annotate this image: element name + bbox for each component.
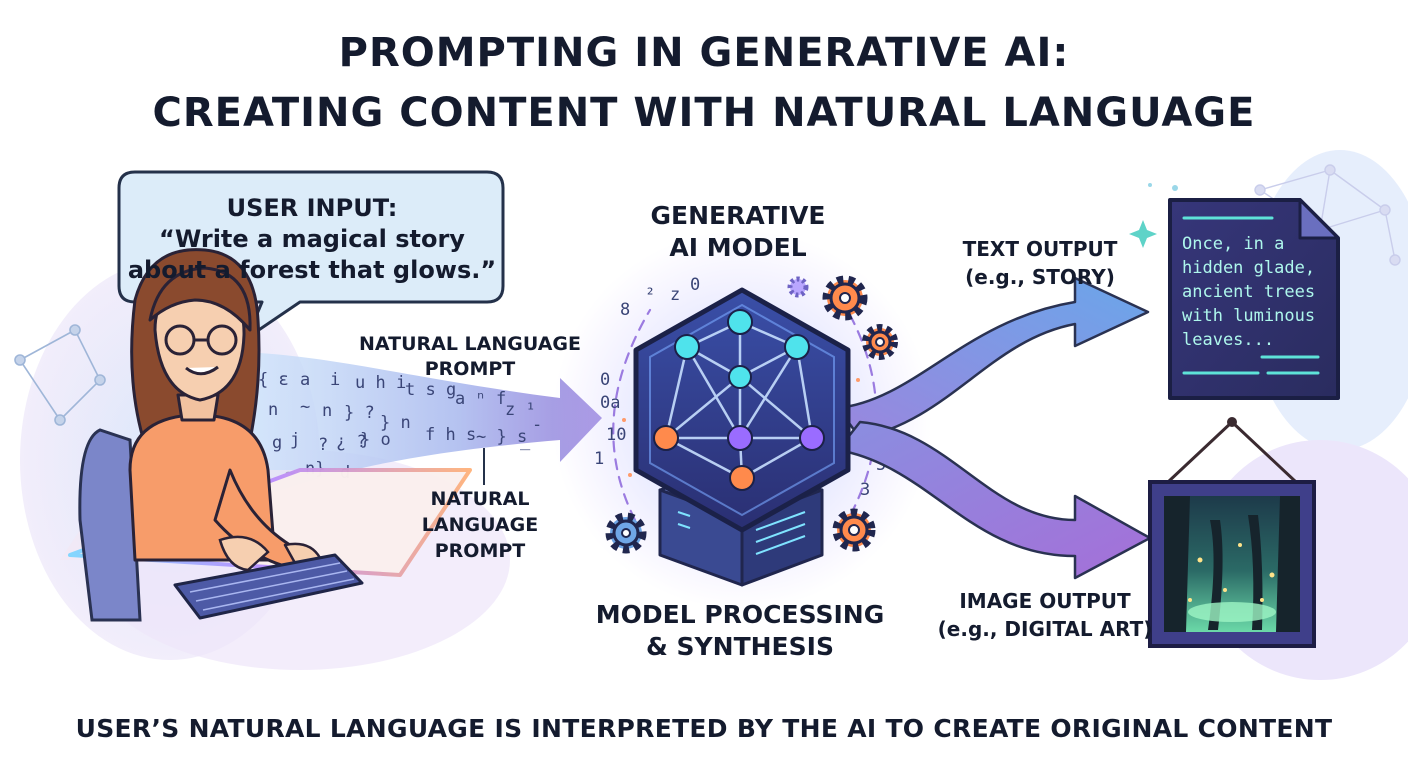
model-title-line1: GENERATIVE (650, 201, 826, 230)
image-output-label-line2: (e.g., DIGITAL ART) (937, 617, 1153, 641)
hand (218, 535, 270, 572)
prompt-label-upper-line2: PROMPT (424, 358, 516, 380)
page-title-line2: CREATING CONTENT WITH NATURAL LANGUAGE (152, 90, 1256, 136)
chair (78, 428, 142, 622)
prompt-stream-arrow (240, 352, 602, 505)
svg-text:t s g: t s g (405, 380, 456, 400)
person-icon (128, 248, 322, 574)
text-output-label-line2: (e.g., STORY) (965, 265, 1115, 289)
svg-text:} n: } n (380, 413, 411, 433)
model-title: GENERATIVE AI MODEL (598, 200, 878, 264)
svg-text:¿ ?: ¿ ? (336, 432, 367, 452)
neural-network-icon (653, 309, 825, 491)
svg-text:i: i (330, 370, 340, 390)
svg-text:u h i: u h i (355, 373, 406, 393)
model-caption: MODEL PROCESSING & SYNTHESIS (580, 599, 900, 663)
svg-text:g: g (272, 433, 282, 453)
svg-text:-: - (532, 415, 542, 435)
svg-text:0: 0 (690, 275, 700, 295)
svg-text:a ⁿ f: a ⁿ f (455, 389, 506, 409)
prompt-label-lower-line2: LANGUAGE (421, 514, 539, 536)
svg-text:n: n (322, 401, 332, 421)
network-graph-icon (14, 324, 106, 426)
svg-text:j: j (290, 430, 300, 450)
prompt-label-lower-line1: NATURAL (430, 488, 530, 510)
svg-text:²: ² (645, 285, 655, 305)
document-icon (1168, 198, 1340, 400)
svg-text:_: _ (520, 431, 531, 451)
model-caption-line1: MODEL PROCESSING (595, 600, 885, 629)
gear-icon (605, 512, 647, 554)
user-input-heading: USER INPUT: (226, 194, 398, 222)
svg-text:?: ? (318, 435, 328, 455)
svg-text:3: 3 (860, 480, 870, 500)
svg-text:n: n (268, 400, 278, 420)
sparkle-icon (1129, 183, 1178, 248)
svg-text:10: 10 (606, 425, 626, 445)
svg-text:z: z (670, 285, 680, 305)
model-title-line2: AI MODEL (669, 233, 807, 262)
prompt-label-upper: NATURAL LANGUAGE PROMPT (340, 332, 600, 382)
svg-text:0: 0 (600, 370, 610, 390)
svg-text:1: 1 (594, 449, 604, 469)
text-output-label: TEXT OUTPUT (e.g., STORY) (925, 235, 1155, 291)
svg-text:f h s: f h s (425, 425, 476, 445)
gear-icon (822, 275, 868, 321)
svg-text:} o: } o (360, 430, 391, 450)
footer-caption: USER’S NATURAL LANGUAGE IS INTERPRETED B… (75, 714, 1333, 743)
svg-text:} ?: } ? (344, 403, 375, 423)
svg-text:~: ~ (300, 397, 310, 417)
model-caption-line2: & SYNTHESIS (646, 632, 834, 661)
text-output-arrow (836, 276, 1150, 440)
user-input-quote-line2: about a forest that glows.” (127, 256, 497, 284)
gear-icon (787, 276, 809, 298)
gear-icon (832, 508, 876, 552)
image-output-label: IMAGE OUTPUT (e.g., DIGITAL ART) (915, 587, 1175, 643)
image-output-label-line1: IMAGE OUTPUT (959, 589, 1131, 613)
svg-text:a: a (300, 370, 310, 390)
image-output-arrow (836, 420, 1152, 580)
keyboard-icon (173, 553, 364, 620)
text-output-label-line1: TEXT OUTPUT (962, 237, 1118, 261)
user-input-quote-line1: “Write a magical story (159, 225, 465, 253)
text-output-content: Once, in a hidden glade, ancient trees w… (1182, 234, 1316, 350)
page-title-line1: PROMPTING IN GENERATIVE AI: (338, 30, 1070, 76)
svg-text:0a: 0a (600, 393, 620, 413)
prompt-label-upper-line1: NATURAL LANGUAGE (358, 333, 581, 355)
gear-icon (862, 324, 898, 360)
svg-text:{ ε: { ε (258, 370, 289, 390)
prompt-label-lower: NATURAL LANGUAGE PROMPT (400, 486, 560, 564)
framed-picture-icon (1148, 417, 1316, 648)
svg-text:~ } s: ~ } s (476, 427, 527, 447)
user-input-text: USER INPUT: “Write a magical story about… (120, 193, 504, 286)
prompt-label-lower-line3: PROMPT (434, 540, 526, 562)
svg-text:z ¹: z ¹ (505, 400, 536, 420)
svg-text:8: 8 (620, 300, 630, 320)
